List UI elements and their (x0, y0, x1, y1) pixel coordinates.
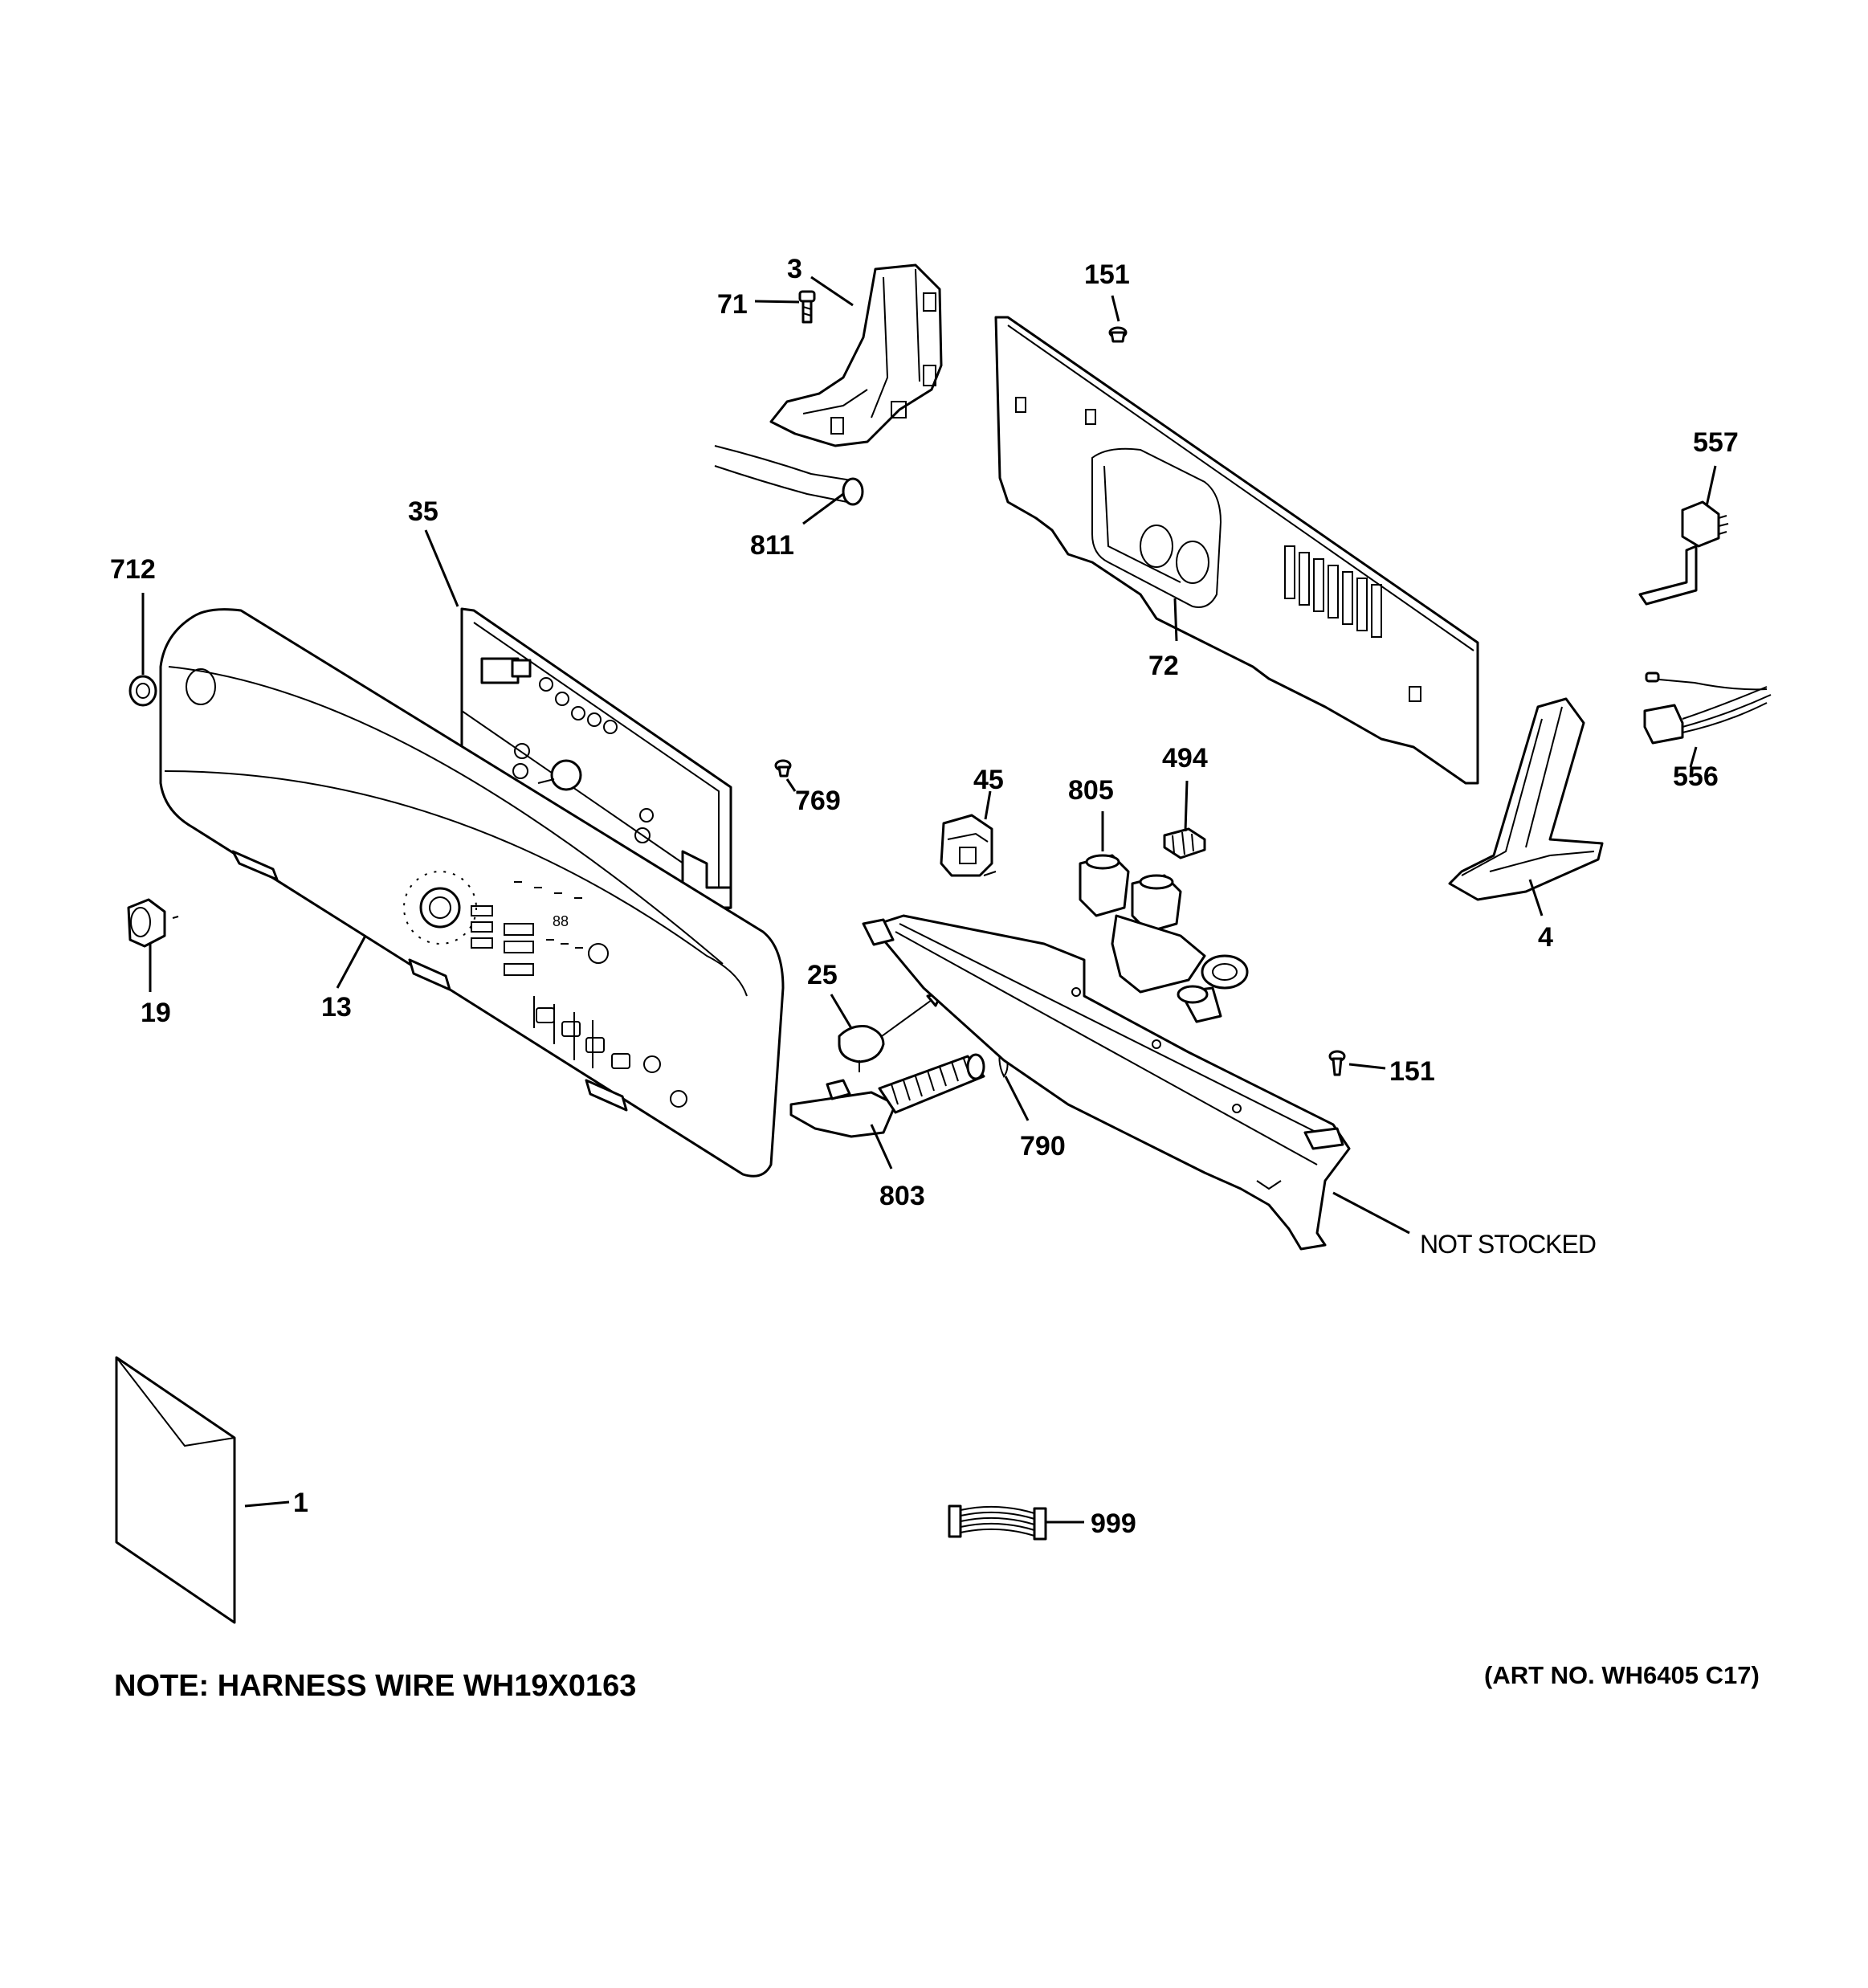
callout-not-stocked: NOT STOCKED (1420, 1230, 1596, 1259)
part-72-backsplash (994, 316, 1479, 785)
callout-151-top: 151 (1084, 259, 1130, 290)
part-769-screw (774, 759, 792, 778)
part-1-literature (115, 1356, 236, 1624)
callout-13: 13 (321, 992, 352, 1023)
part-151-screw-right (1328, 1050, 1346, 1076)
part-13-control-panel: 88 (159, 608, 785, 1178)
part-3-end-cap-left (769, 263, 943, 447)
part-not-stocked-bracket (862, 914, 1351, 1251)
callout-45: 45 (973, 765, 1004, 795)
part-71-screw (798, 290, 816, 324)
part-805-water-valve (1079, 854, 1249, 1023)
part-557-connector (1638, 500, 1729, 606)
callout-35: 35 (408, 496, 438, 527)
callout-72: 72 (1148, 651, 1179, 681)
part-151-screw-top (1108, 326, 1128, 343)
callout-1: 1 (293, 1488, 308, 1518)
callout-805: 805 (1068, 775, 1114, 806)
callout-494: 494 (1162, 743, 1208, 774)
part-811-hose (714, 445, 864, 506)
callout-803: 803 (879, 1181, 925, 1211)
part-45-pressure-switch (940, 814, 997, 877)
callout-557: 557 (1693, 427, 1739, 458)
part-803-dispenser-hose (789, 1053, 985, 1138)
callout-999: 999 (1091, 1508, 1136, 1539)
harness-wire-note: NOTE: HARNESS WIRE WH19X0163 (114, 1669, 637, 1703)
part-494-connector (1163, 827, 1206, 859)
callout-19: 19 (141, 998, 171, 1028)
callout-151-right: 151 (1389, 1056, 1435, 1087)
callout-3: 3 (787, 254, 802, 284)
part-999-harness-wire (948, 1504, 1047, 1541)
part-4-end-cap-right (1448, 697, 1604, 901)
callout-769: 769 (795, 786, 841, 816)
callout-811: 811 (750, 530, 794, 561)
part-25-air-dome (838, 992, 943, 1072)
leader-lines (141, 276, 1717, 1524)
callout-712: 712 (110, 554, 156, 585)
panel-digit-display: 88 (553, 913, 569, 929)
callout-71: 71 (717, 289, 748, 320)
part-19-knob (127, 898, 179, 948)
callout-25: 25 (807, 960, 838, 990)
art-number: (ART NO. WH6405 C17) (1484, 1661, 1760, 1689)
callout-labels: 3 71 151 811 72 557 556 4 35 769 712 19 … (110, 254, 1739, 1539)
part-556-wire-harness (1643, 672, 1772, 745)
callout-556: 556 (1673, 761, 1719, 792)
part-712-knob-insert (128, 675, 157, 707)
callout-4: 4 (1538, 922, 1553, 953)
callout-790: 790 (1020, 1131, 1066, 1161)
